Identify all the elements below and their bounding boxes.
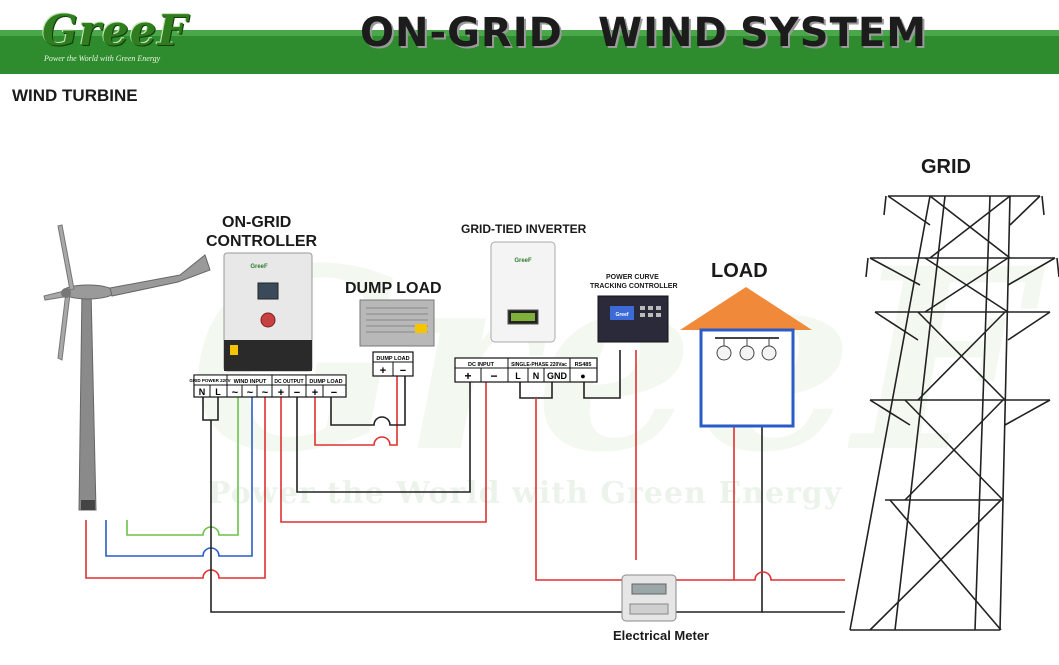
- electrical-meter-label: Electrical Meter: [613, 628, 710, 643]
- watermark-text: Power the World with Green Energy: [208, 476, 843, 511]
- controller-label-line2: CONTROLLER: [206, 233, 318, 250]
- electrical-meter-icon: [621, 574, 677, 622]
- brand-tagline: Power the World with Green Energy: [44, 54, 161, 63]
- dump-load-icon: [359, 299, 435, 347]
- page-title-word-1: ON-GRID: [360, 10, 563, 56]
- power-curve-tracking-controller-icon: [597, 295, 669, 343]
- dump-load-label: DUMP LOAD: [345, 280, 442, 297]
- inverter-label: GRID-TIED INVERTER: [461, 222, 587, 236]
- inverter-brand: GreeF: [514, 258, 532, 264]
- header-banner: [0, 30, 1059, 74]
- grid-tower-icon: [849, 195, 1059, 631]
- wind-turbine-label: WIND TURBINE: [12, 86, 138, 105]
- load-house-icon: [680, 287, 812, 428]
- controller-brand: GreeF: [250, 264, 268, 270]
- inverter-terminal-block: [454, 357, 598, 383]
- load-label: LOAD: [711, 260, 768, 282]
- wind-turbine-icon: [43, 224, 211, 511]
- page-title-word-3: SYSTEM: [740, 10, 927, 56]
- grid-label: GRID: [921, 156, 971, 178]
- header-banner-highlight: [0, 30, 1059, 36]
- tracker-label-line1: POWER CURVE: [606, 274, 659, 281]
- page-title-word-2: WIND: [598, 10, 728, 56]
- tracker-label-line2: TRACKING CONTROLLER: [590, 283, 678, 290]
- on-grid-controller-icon: [223, 252, 313, 372]
- grid-tied-inverter-icon: [490, 241, 556, 343]
- controller-terminal-block: [193, 374, 347, 398]
- watermark-logo: GreeF: [190, 213, 1031, 507]
- dump-load-terminal-block: [372, 351, 414, 377]
- brand-logo: GreeF: [42, 6, 189, 55]
- tracker-screen-label: Greef: [615, 312, 628, 318]
- controller-label-line1: ON-GRID: [222, 214, 292, 231]
- wires: [85, 350, 845, 613]
